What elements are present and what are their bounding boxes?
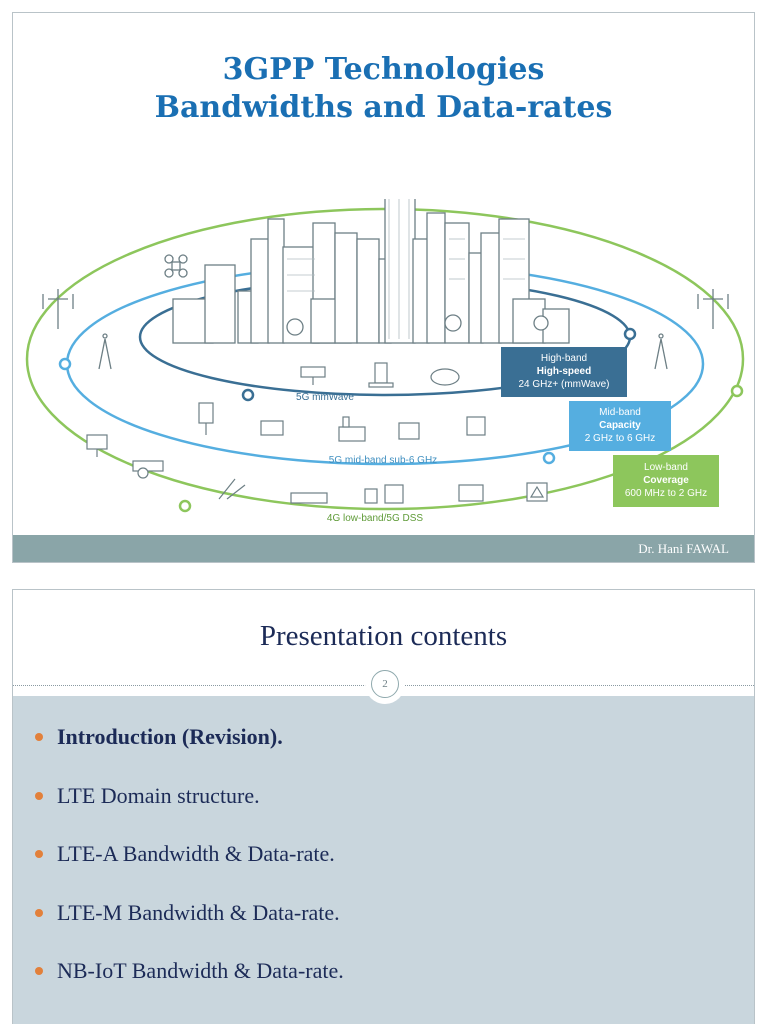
lowband-node-left xyxy=(178,499,192,513)
low-band-box: Low-band Coverage 600 MHz to 2 GHz xyxy=(613,455,719,507)
list-item: LTE-A Bandwidth & Data-rate. xyxy=(33,833,744,892)
mid-band-line3: 2 GHz to 6 GHz xyxy=(585,433,656,444)
high-band-box-bg xyxy=(501,347,627,397)
slide-1: 3GPP Technologies Bandwidths and Data-ra… xyxy=(12,12,755,563)
slide-1-title: 3GPP Technologies Bandwidths and Data-ra… xyxy=(13,51,754,127)
lowband-ring-label: 4G low-band/5G DSS xyxy=(327,513,423,524)
list-item: LTE-M Bandwidth & Data-rate. xyxy=(33,892,744,951)
bullet-icon xyxy=(35,791,43,800)
mid-band-line1: Mid-band xyxy=(599,407,641,418)
high-band-line2: High-speed xyxy=(537,366,591,377)
list-item-label: LTE Domain structure. xyxy=(57,782,260,808)
list-item-label: LTE-A Bandwidth & Data-rate. xyxy=(57,841,335,866)
oil-pump-icon xyxy=(218,478,246,500)
contents-list: Introduction (Revision). LTE Domain stru… xyxy=(33,716,744,1009)
author-name: Dr. Hani FAWAL xyxy=(638,541,729,556)
bullet-icon xyxy=(35,733,43,741)
mid-band-box: Mid-band Capacity 2 GHz to 6 GHz xyxy=(569,401,671,451)
antenna-icon-left xyxy=(98,333,112,370)
robot-arm-icon xyxy=(368,362,394,388)
mmwave-ring-label: 5G mmWave xyxy=(296,392,354,403)
high-band-box: High-band High-speed 24 GHz+ (mmWave) xyxy=(501,347,627,397)
computer-icon xyxy=(86,434,108,457)
slide-2: Presentation contents 2 Introduction (Re… xyxy=(12,589,755,1024)
mmwave-node-right xyxy=(623,327,637,341)
tractor-icon xyxy=(132,460,164,479)
alert-icon xyxy=(526,482,548,502)
high-band-line1: High-band xyxy=(541,353,587,364)
midband-node-left xyxy=(58,357,72,371)
mmwave-node-left xyxy=(241,388,255,402)
display-icon xyxy=(458,484,484,502)
meter-icon xyxy=(466,416,486,436)
low-band-line2: Coverage xyxy=(643,475,689,486)
cell-tower-icon-left xyxy=(42,289,74,329)
contents-panel: Introduction (Revision). LTE Domain stru… xyxy=(13,696,754,1024)
high-band-line3: 24 GHz+ (mmWave) xyxy=(518,379,609,390)
list-item: LTE Domain structure. xyxy=(33,775,744,834)
low-band-line3: 600 MHz to 2 GHz xyxy=(625,488,707,499)
antenna-icon-right xyxy=(654,333,668,370)
bullet-icon xyxy=(35,908,43,917)
page-number-badge: 2 xyxy=(365,664,405,704)
factory-icon xyxy=(338,416,366,442)
traffic-light-icon xyxy=(198,402,214,435)
bullet-icon xyxy=(35,850,43,858)
slide-1-footer: Dr. Hani FAWAL xyxy=(13,535,754,562)
camera-icon xyxy=(300,366,326,385)
stadium-icon xyxy=(430,368,460,386)
mid-band-box-bg xyxy=(569,401,671,451)
midband-node-right xyxy=(542,451,556,465)
low-band-line1: Low-band xyxy=(644,462,688,473)
cell-tower-icon-right xyxy=(697,289,729,329)
robot-icon xyxy=(398,422,420,440)
list-item: NB-IoT Bandwidth & Data-rate. xyxy=(33,950,744,1009)
list-item-label: LTE-M Bandwidth & Data-rate. xyxy=(57,899,340,925)
midband-ring-label: 5G mid-band sub-6 GHz xyxy=(329,455,437,466)
list-item: Introduction (Revision). xyxy=(33,716,744,775)
network-bands-illustration: 5G mmWave 5G mid-band sub-6 GHz 4G low-b… xyxy=(25,199,745,524)
slide-2-title: Presentation contents xyxy=(259,620,508,652)
low-band-box-bg xyxy=(613,455,719,507)
page-number: 2 xyxy=(371,670,399,698)
lowband-node-right xyxy=(730,384,744,398)
mid-band-line2: Capacity xyxy=(599,420,641,431)
bullet-icon xyxy=(35,967,43,975)
title-line-1: 3GPP Technologies xyxy=(222,52,545,87)
city-skyline-icon xyxy=(172,199,570,344)
health-monitor-icon xyxy=(364,484,404,504)
title-line-2: Bandwidths and Data-rates xyxy=(154,90,613,125)
drone-icon xyxy=(164,254,188,278)
sensor-icon xyxy=(260,420,284,436)
list-item-label: Introduction (Revision). xyxy=(57,724,283,749)
list-item-label: NB-IoT Bandwidth & Data-rate. xyxy=(57,958,344,983)
water-icon xyxy=(290,492,328,504)
